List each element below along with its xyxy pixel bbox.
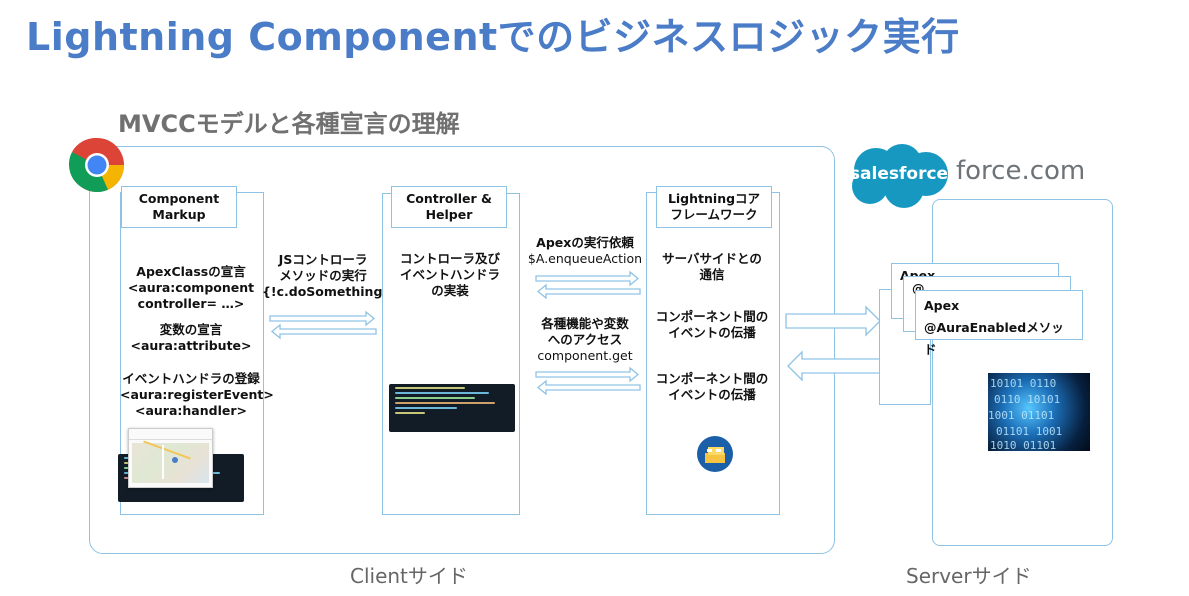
aura-enabled-method-label: @AuraEnabledメソッド	[924, 320, 1064, 357]
apexclass-declaration-label: ApexClassの宣言	[136, 264, 246, 279]
component-attribute-block: 変数の宣言 <aura:attribute>	[120, 322, 262, 354]
core-server-comm: サーバサイドとの 通信	[646, 251, 778, 283]
core-line2: 通信	[699, 267, 725, 282]
page-title: Lightning Componentでのビジネスロジック実行	[26, 15, 960, 59]
controller-helper-header: Controller & Helper	[391, 186, 507, 228]
component-header-line1: Component	[138, 191, 220, 206]
core-line6: イベントの伝播	[668, 387, 756, 402]
js-controller-connector-label: JSコントローラ メソッドの実行 {!c.doSomething}	[262, 252, 392, 300]
server-request-arrow	[785, 305, 881, 337]
controller-line3: の実装	[431, 283, 469, 298]
component-access-connector-label: 各種機能や変数 へのアクセス component.get	[522, 316, 648, 364]
apex-card-front: Apex @AuraEnabledメソッド	[915, 290, 1083, 357]
js-controller-line3: {!c.doSomething}	[262, 284, 392, 299]
variable-declaration-label: 変数の宣言	[159, 322, 223, 337]
core-line3: コンポーネント間の	[655, 309, 769, 324]
core-line5: コンポーネント間の	[655, 371, 769, 386]
js-controller-line1: JSコントローラ	[278, 252, 368, 267]
component-handler-block: イベントハンドラの登録 <aura:registerEvent> <aura:h…	[120, 371, 274, 419]
lightning-logo-icon	[696, 435, 734, 473]
aura-attribute-tag: <aura:attribute>	[130, 338, 252, 353]
svg-text:01101 1001: 01101 1001	[996, 425, 1062, 438]
aura-registerevent-tag: <aura:registerEvent>	[120, 387, 274, 402]
component-access-line2: へのアクセス	[547, 332, 623, 347]
server-side-frame	[932, 199, 1113, 546]
salesforce-wordmark: salesforce	[849, 164, 949, 184]
component-access-arrows	[535, 366, 641, 396]
lightning-core-header: Lightningコア フレームワーク	[656, 186, 772, 228]
apex-request-arrows	[535, 270, 641, 300]
server-response-arrow	[787, 350, 883, 382]
component-access-line1: 各種機能や変数	[541, 316, 629, 331]
apex-request-line1: Apexの実行依頼	[536, 235, 634, 250]
core-event-propagation-1: コンポーネント間の イベントの伝播	[646, 309, 778, 341]
component-markup-header: Component Markup	[121, 186, 237, 228]
js-controller-line2: メソッドの実行	[279, 268, 367, 283]
component-access-line3: component.get	[537, 348, 633, 363]
controller-header-line2: Helper	[425, 207, 473, 222]
svg-text:1001 01101: 1001 01101	[988, 409, 1054, 422]
controller-code-thumbnail	[389, 384, 515, 432]
apex-request-connector-label: Apexの実行依頼 $A.enqueueAction	[522, 235, 648, 267]
controller-description: コントローラ及び イベントハンドラ の実装	[382, 251, 518, 299]
core-header-line2: フレームワーク	[670, 207, 758, 222]
controller-line2: イベントハンドラ	[399, 267, 500, 282]
svg-text:0110 10101: 0110 10101	[994, 393, 1060, 406]
chrome-icon	[68, 136, 126, 194]
apex-request-line2: $A.enqueueAction	[527, 251, 643, 266]
binary-data-image: 10101 0110 0110 10101 1001 01101 01101 1…	[988, 373, 1090, 451]
aura-component-tag: <aura:component	[127, 280, 255, 295]
svg-text:10101 0110: 10101 0110	[990, 377, 1056, 390]
server-side-label: Serverサイド	[906, 564, 1032, 588]
core-line4: イベントの伝播	[668, 325, 756, 340]
js-controller-arrows	[269, 310, 377, 340]
core-event-propagation-2: コンポーネント間の イベントの伝播	[646, 371, 778, 403]
controller-line1: コントローラ及び	[399, 251, 500, 266]
aura-handler-tag: <aura:handler>	[135, 403, 247, 418]
core-header-line1: Lightningコア	[667, 191, 761, 206]
controller-header-line1: Controller &	[406, 191, 492, 206]
salesforce-cloud-logo	[846, 142, 952, 212]
controller-helper-column	[382, 193, 520, 515]
apex-card-label: Apex	[924, 298, 960, 313]
page-subtitle: MVCCモデルと各種宣言の理解	[118, 110, 460, 138]
client-side-label: Clientサイド	[350, 564, 468, 588]
controller-attribute: controller= …>	[137, 296, 245, 311]
svg-text:1010 01101: 1010 01101	[990, 439, 1056, 451]
component-apexclass-block: ApexClassの宣言 <aura:component controller=…	[120, 264, 262, 312]
core-line1: サーバサイドとの	[662, 251, 762, 266]
force-com-wordmark: force.com	[956, 156, 1086, 186]
event-handler-registration-label: イベントハンドラの登録	[122, 371, 260, 386]
map-app-screenshot	[128, 428, 213, 488]
component-header-line2: Markup	[152, 207, 206, 222]
